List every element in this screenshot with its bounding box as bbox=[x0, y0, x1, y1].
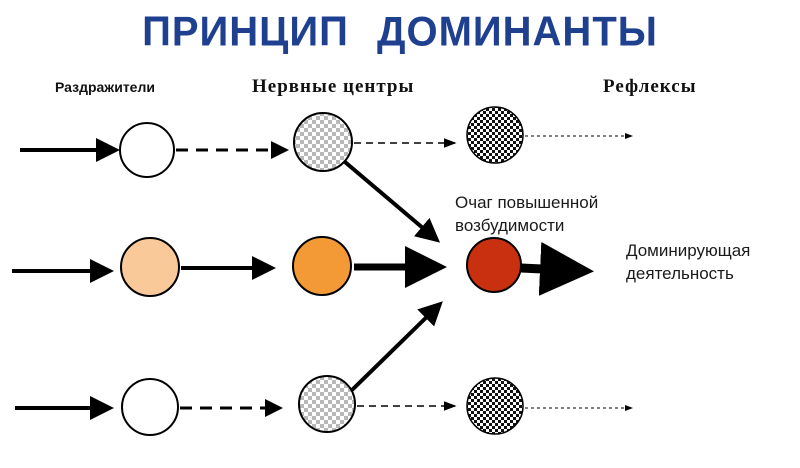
converge-arrow-bottom bbox=[350, 301, 443, 392]
diagram-title: ПРИНЦИП ДОМИНАНТЫ bbox=[142, 8, 658, 56]
dominant-focus-node bbox=[466, 237, 522, 293]
stimulus-node-mid bbox=[120, 237, 180, 297]
reflex-node-bottom bbox=[466, 377, 524, 435]
center-node-mid bbox=[292, 236, 352, 296]
focus-annotation: Очаг повышенной возбудимости bbox=[455, 191, 598, 237]
column-label-stimuli: Раздражители bbox=[55, 79, 155, 95]
column-label-reflexes: Рефлексы bbox=[603, 76, 697, 97]
stimulus-node-bottom bbox=[121, 378, 179, 436]
dominant-activity-annotation: Доминирующая деятельность bbox=[626, 239, 750, 285]
stimulus-node-top bbox=[119, 122, 175, 178]
dominant-annotation-line-2: деятельность bbox=[626, 264, 734, 283]
reflex-node-top bbox=[466, 106, 524, 164]
focus-annotation-line-2: возбудимости bbox=[455, 216, 565, 235]
converge-arrow-top bbox=[343, 160, 441, 243]
center-node-bottom bbox=[298, 375, 356, 433]
column-label-centers: Нервные центры bbox=[252, 76, 415, 97]
dominant-output-arrow bbox=[520, 241, 594, 296]
focus-annotation-line-1: Очаг повышенной bbox=[455, 193, 599, 212]
center-node-top bbox=[293, 112, 353, 172]
dominant-annotation-line-1: Доминирующая bbox=[626, 241, 751, 260]
